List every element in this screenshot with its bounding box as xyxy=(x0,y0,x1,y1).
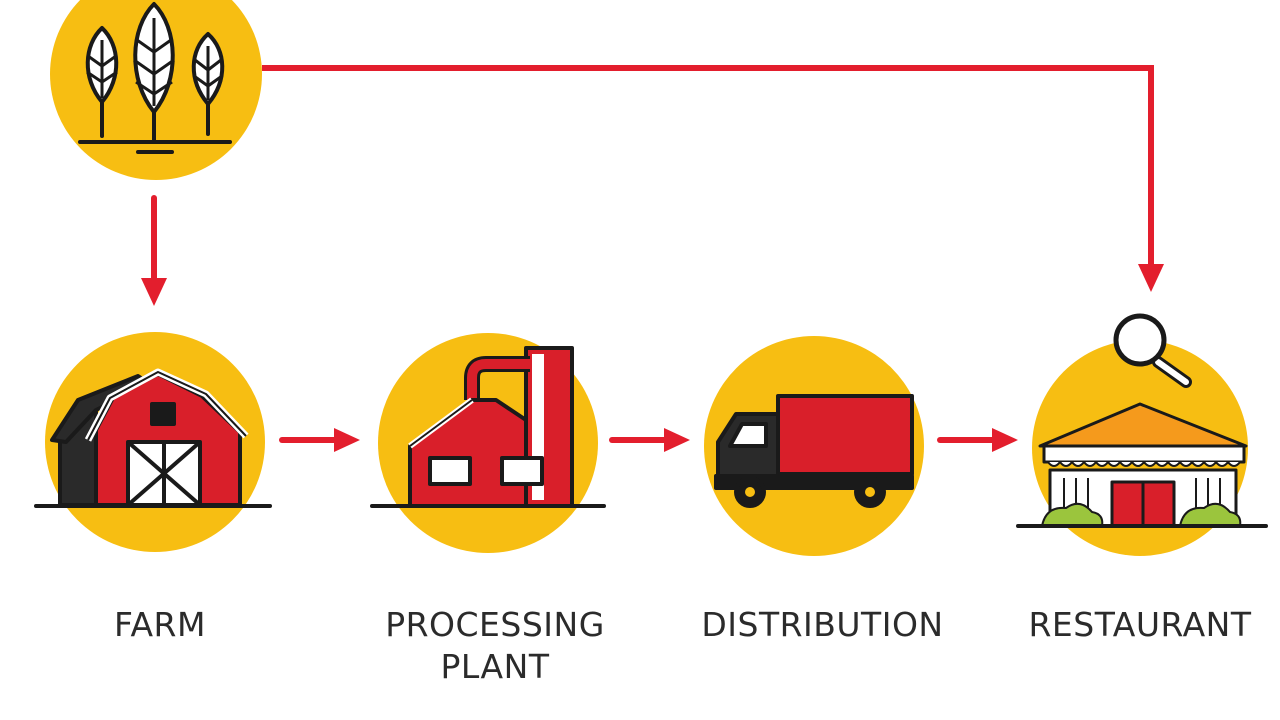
factory-icon xyxy=(370,346,606,508)
label-farm: FARM xyxy=(60,604,260,646)
label-farm-text: FARM xyxy=(114,605,206,644)
label-processing-plant: PROCESSING PLANT xyxy=(365,604,625,688)
node-processing xyxy=(370,333,606,553)
arrow-processing-to-distribution xyxy=(609,428,690,452)
arrow-distribution-to-restaurant xyxy=(937,428,1018,452)
label-distribution-text: DISTRIBUTION xyxy=(701,605,944,644)
label-restaurant: RESTAURANT xyxy=(1015,604,1265,646)
node-restaurant xyxy=(1016,313,1268,556)
connectors xyxy=(141,65,1164,452)
node-farm xyxy=(34,332,272,552)
arrow-source-to-farm xyxy=(141,195,167,306)
magnifier-icon xyxy=(1113,313,1192,388)
label-processing-line2: PLANT xyxy=(440,647,550,686)
truck-icon xyxy=(714,394,914,508)
restaurant-icon xyxy=(1016,402,1268,528)
arrow-farm-to-processing xyxy=(279,428,360,452)
barn-icon xyxy=(34,368,272,508)
label-processing-line1: PROCESSING xyxy=(385,605,605,644)
node-source xyxy=(50,0,262,180)
arrow-source-to-restaurant xyxy=(262,65,1164,292)
label-distribution: DISTRIBUTION xyxy=(690,604,955,646)
wheat-icon xyxy=(78,2,232,154)
label-restaurant-text: RESTAURANT xyxy=(1028,605,1252,644)
node-distribution xyxy=(704,336,924,556)
